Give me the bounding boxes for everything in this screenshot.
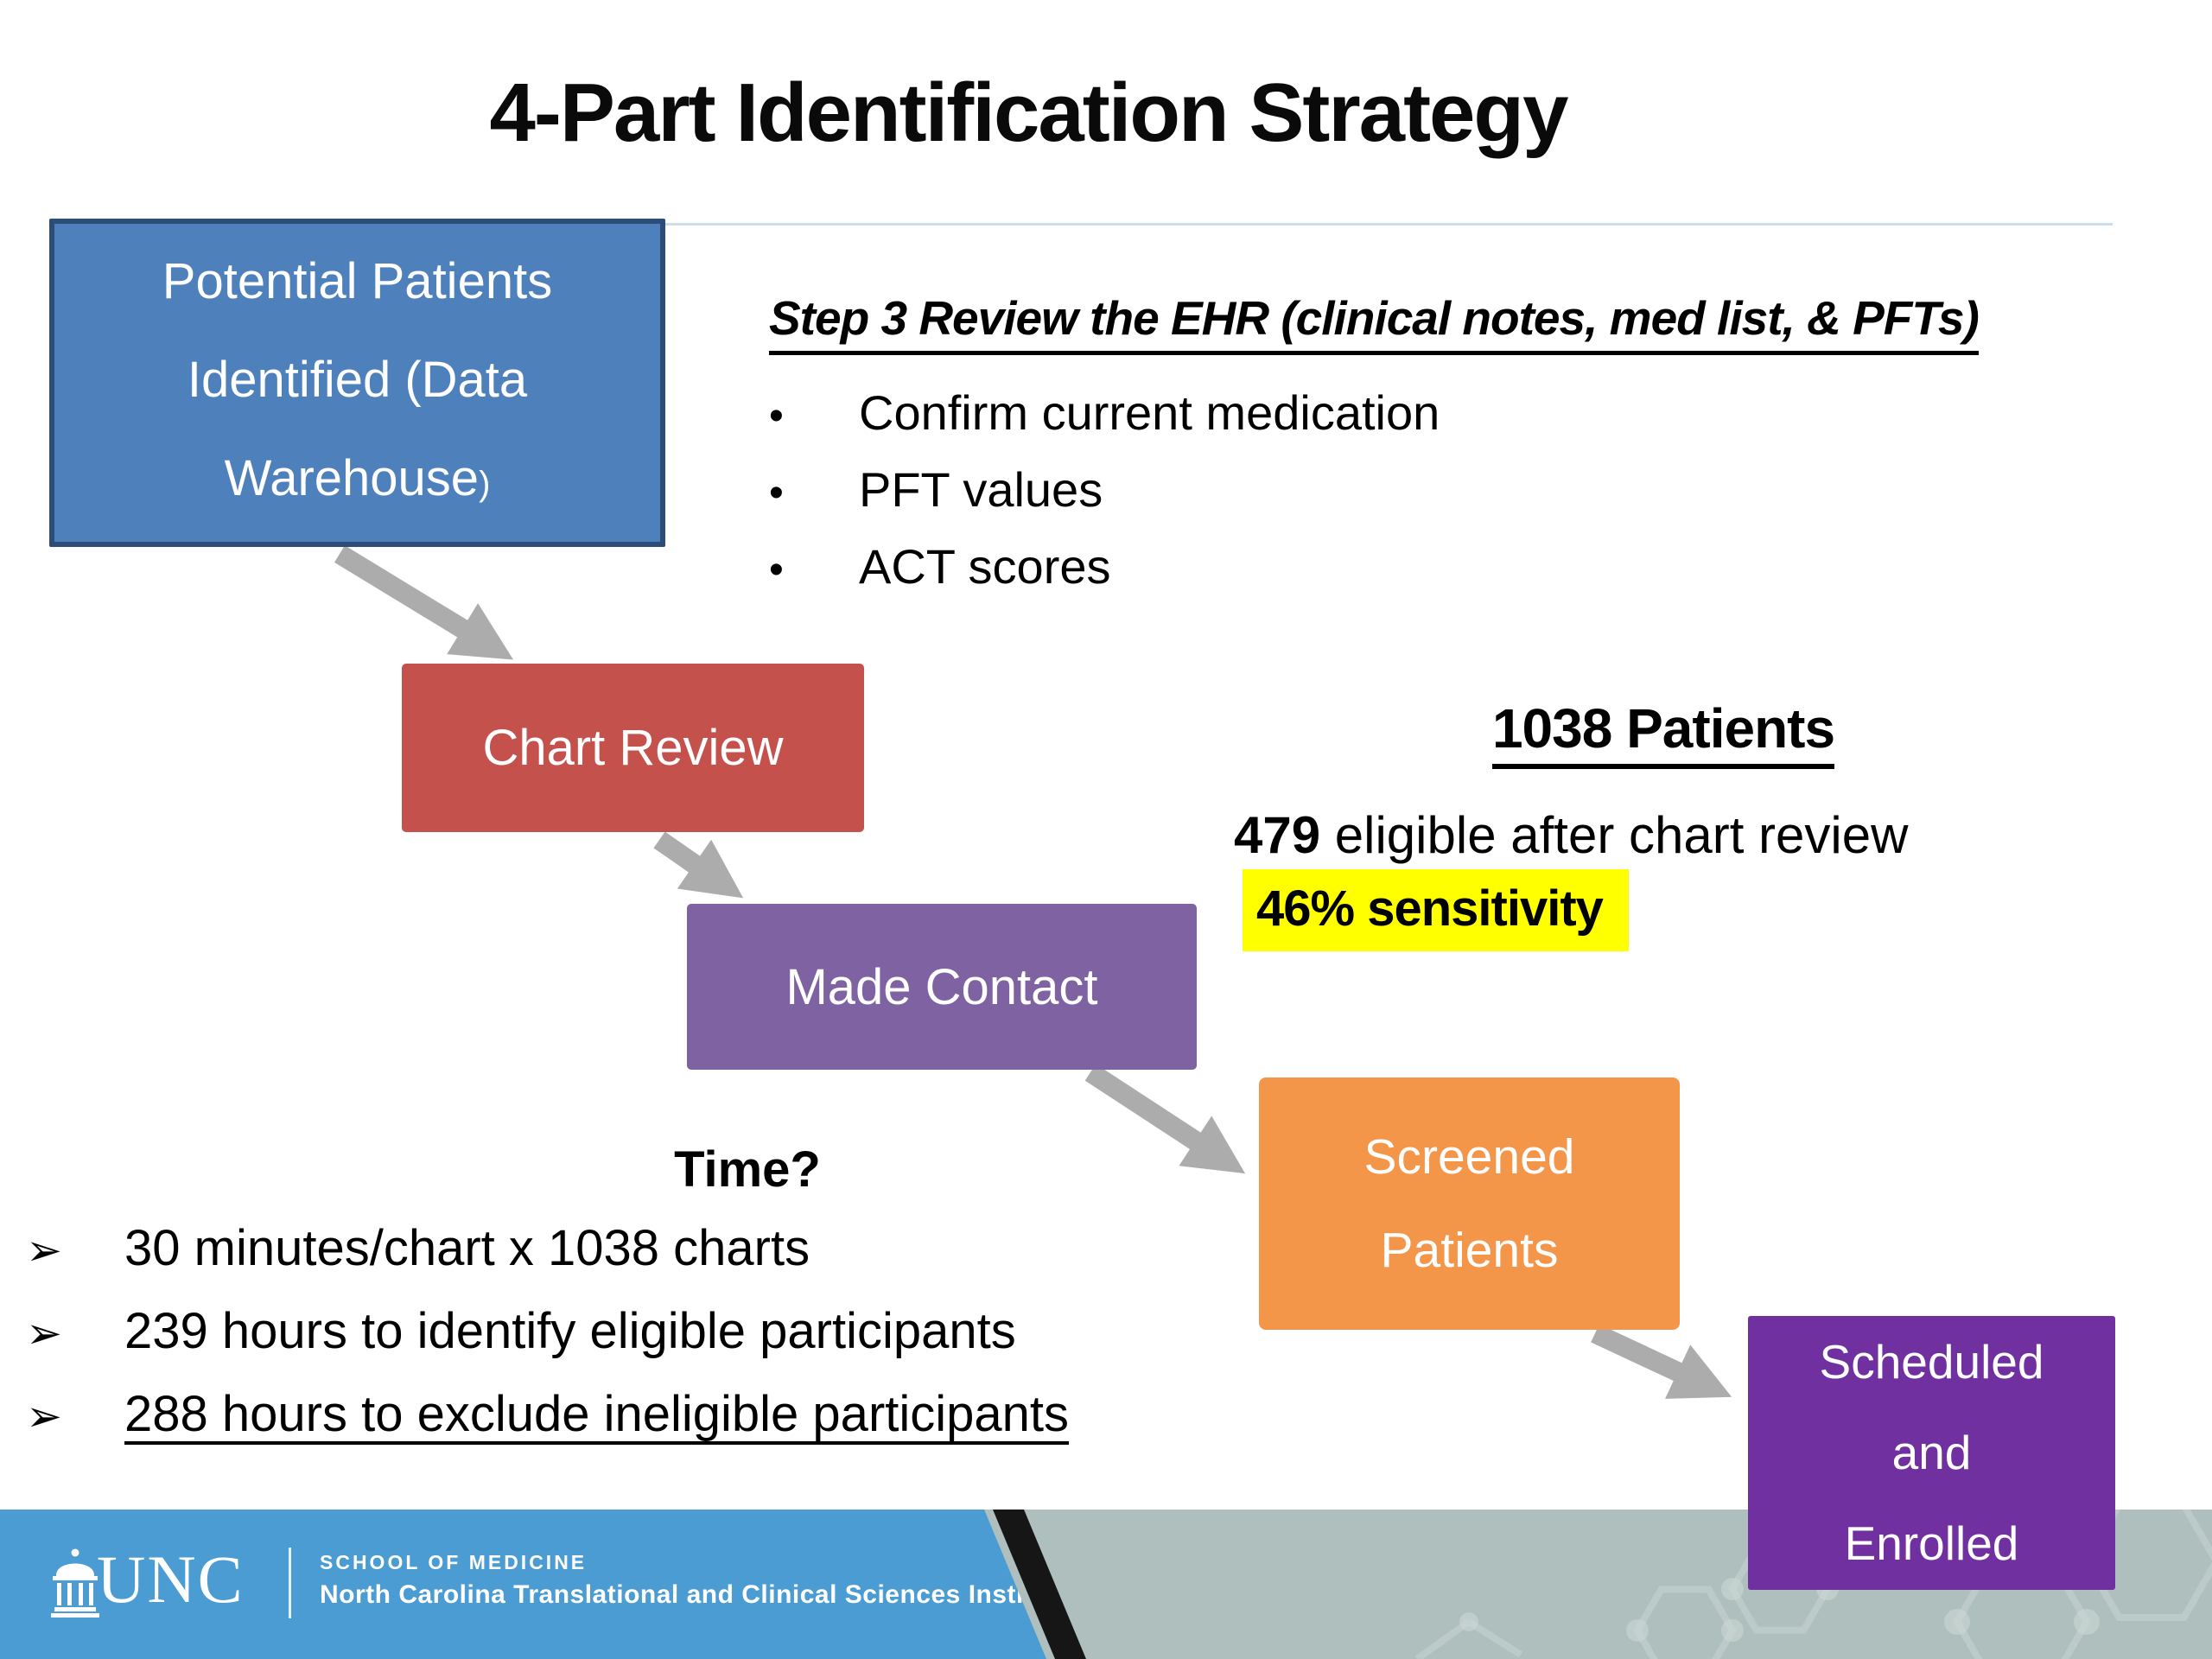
flow-step-label: Chart Review — [482, 720, 784, 776]
list-item: ➢ 239 hours to identify eligible partici… — [26, 1291, 1069, 1374]
step3-notes: Step 3 Review the EHR (clinical notes, m… — [769, 290, 2169, 607]
flow-step-potential-patients: Potential Patients Identified (Data Ware… — [49, 219, 665, 547]
step3-bullet-list: • Confirm current medication • PFT value… — [769, 376, 2169, 607]
flow-step-label-line: Patients — [1380, 1223, 1559, 1278]
step3-heading: Step 3 Review the EHR (clinical notes, m… — [769, 290, 1980, 355]
unc-old-well-logo-icon — [51, 1548, 99, 1618]
time-list: ➢ 30 minutes/chart x 1038 charts ➢ 239 h… — [26, 1208, 1069, 1457]
list-item-text: ACT scores — [859, 539, 1111, 594]
list-item-text: 239 hours to identify eligible participa… — [124, 1303, 1016, 1359]
footer-logo-divider — [289, 1548, 291, 1618]
arrow-bullet-icon: ➢ — [26, 1226, 62, 1274]
small-paren: ) — [479, 465, 491, 503]
flow-step-label-line: Identified (Data — [187, 352, 528, 408]
stats-eligible-value: 479 — [1234, 806, 1321, 864]
list-item-text: PFT values — [859, 462, 1103, 517]
flow-step-label-line: Warehouse) — [224, 450, 491, 506]
flow-step-chart-review: Chart Review — [402, 664, 864, 832]
flow-step-label-line: Potential Patients — [162, 253, 553, 309]
stats-heading: 1038 Patients — [1491, 696, 1835, 769]
arrow-potential-to-chart-review — [334, 545, 514, 660]
arrow-made-contact-to-screened — [1084, 1064, 1246, 1174]
list-item-text: Confirm current medication — [859, 385, 1440, 440]
list-item: ➢ 30 minutes/chart x 1038 charts — [26, 1208, 1069, 1291]
list-item-text: 288 hours to exclude ineligible particip… — [124, 1386, 1070, 1442]
stats-eligible-line: 479 eligible after chart review — [1234, 805, 1908, 865]
bullet-dot-icon: • — [769, 393, 784, 439]
flow-step-label-line: Scheduled — [1819, 1335, 2044, 1389]
list-item-text: 30 minutes/chart x 1038 charts — [124, 1220, 810, 1276]
arrow-bullet-icon: ➢ — [26, 1309, 62, 1357]
stats-eligible-text: eligible after chart review — [1320, 806, 1909, 864]
flow-step-made-contact: Made Contact — [687, 904, 1197, 1070]
list-item: ➢ 288 hours to exclude ineligible partic… — [26, 1374, 1069, 1457]
list-item: • Confirm current medication — [769, 376, 2169, 453]
unc-wordmark: UNC — [97, 1541, 245, 1617]
stats-heading-wrap: 1038 Patients — [1236, 696, 2091, 769]
list-item: • ACT scores — [769, 530, 2169, 607]
flow-step-label-line: and — [1891, 1426, 1972, 1479]
bullet-dot-icon: • — [769, 547, 784, 593]
footer-school-of-medicine: SCHOOL OF MEDICINE — [320, 1551, 588, 1573]
stats-sensitivity-highlight: 46% sensitivity — [1243, 869, 1629, 951]
flow-step-screened-patients: Screened Patients — [1259, 1077, 1680, 1330]
time-heading: Time? — [674, 1141, 821, 1198]
flow-step-scheduled-enrolled: Scheduled and Enrolled — [1748, 1316, 2115, 1590]
footer-institute-name: North Carolina Translational and Clinica… — [320, 1580, 1073, 1609]
list-item: • PFT values — [769, 453, 2169, 530]
arrow-bullet-icon: ➢ — [26, 1392, 62, 1440]
footer-blue-band: UNC SCHOOL OF MEDICINE North Carolina Tr… — [0, 1510, 1073, 1659]
flow-step-label-line: Enrolled — [1844, 1516, 2019, 1570]
arrow-screened-to-scheduled — [1591, 1324, 1732, 1399]
arrow-chart-review-to-made-contact — [653, 831, 744, 899]
page-title: 4-Part Identification Strategy — [489, 67, 1569, 159]
flow-step-label-line: Screened — [1363, 1129, 1575, 1185]
title-divider-line — [49, 223, 2113, 226]
flow-step-label: Made Contact — [785, 958, 1098, 1015]
bullet-dot-icon: • — [769, 470, 784, 516]
